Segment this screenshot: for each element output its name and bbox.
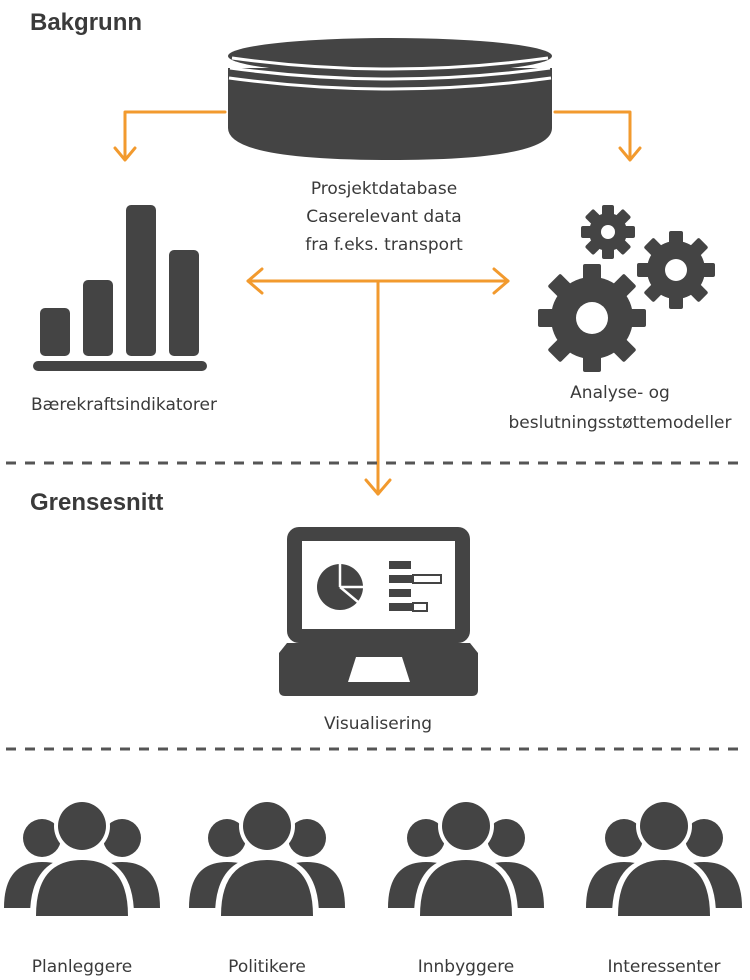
- arrow-database-to-models: [553, 110, 632, 160]
- people-group-icon-innbyggere: [388, 798, 544, 916]
- database-label-line-1: Prosjektdatabase: [311, 179, 457, 199]
- indicators-label: Bærekraftsindikatorer: [31, 395, 217, 415]
- visualization-label: Visualisering: [324, 714, 432, 734]
- laptop-icon: [279, 527, 478, 696]
- section-title-background: Bakgrunn: [30, 9, 142, 36]
- group-label-planleggere: Planleggere: [32, 957, 132, 977]
- arrowhead-indicators: [113, 146, 137, 162]
- bar-chart-icon: [33, 205, 207, 371]
- gears-icon: [538, 205, 715, 372]
- database-label-line-2: Caserelevant data: [306, 207, 461, 227]
- arrow-database-to-indicators: [123, 110, 227, 160]
- group-label-interessenter: Interessenter: [607, 957, 720, 977]
- section-title-interface: Grensesnitt: [30, 489, 163, 516]
- arrowhead-left: [246, 267, 264, 295]
- models-label-line-1: Analyse- og: [570, 383, 670, 403]
- models-label-line-2: beslutningsstøttemodeller: [508, 413, 731, 433]
- people-group-icon-planleggere: [4, 798, 160, 916]
- group-label-politikere: Politikere: [228, 957, 306, 977]
- people-group-icon-politikere: [189, 798, 345, 916]
- arrowhead-visualization: [364, 478, 392, 496]
- database-label-line-3: fra f.eks. transport: [305, 235, 463, 255]
- group-label-innbyggere: Innbyggere: [418, 957, 515, 977]
- arrowhead-right: [492, 267, 510, 295]
- database-icon: [228, 38, 552, 160]
- people-group-icon-interessenter: [586, 798, 742, 916]
- arrowhead-models: [618, 146, 642, 162]
